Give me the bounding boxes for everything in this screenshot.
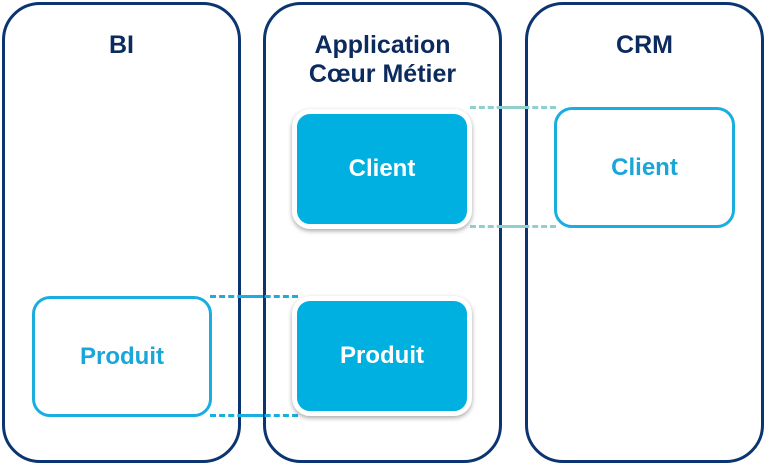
- entity-label: Produit: [340, 342, 424, 369]
- entity-bi-produit[interactable]: Produit: [32, 296, 212, 417]
- column-title-app-line2: Cœur Métier: [308, 60, 457, 88]
- link-produit-gap: [210, 295, 298, 417]
- column-title-bi: BI: [109, 31, 134, 59]
- entity-app-produit[interactable]: Produit: [292, 296, 472, 416]
- column-title-app: Application Cœur Métier: [266, 31, 499, 89]
- column-title-crm: CRM: [616, 31, 673, 59]
- entity-label: Client: [611, 153, 678, 181]
- column-title-app-line1: Application: [314, 31, 451, 59]
- entity-app-client[interactable]: Client: [292, 109, 472, 229]
- entity-crm-client[interactable]: Client: [554, 107, 735, 228]
- link-client-gap: [470, 106, 556, 228]
- entity-label: Produit: [80, 342, 164, 370]
- entity-label: Client: [348, 155, 416, 182]
- column-crm: CRM: [525, 2, 764, 463]
